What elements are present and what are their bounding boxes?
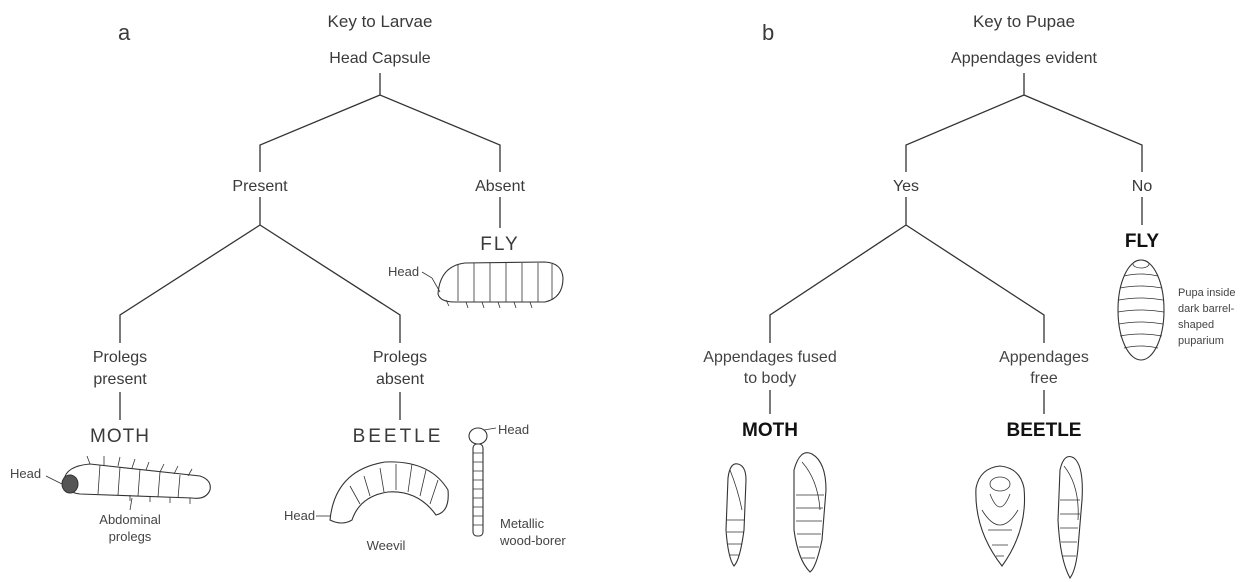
moth-pupa-ventral-illustration	[726, 464, 746, 566]
branch-head-capsule	[260, 73, 500, 172]
fly-larva-head-pointer	[422, 272, 440, 292]
abdominal-prolegs-label-line1: Abdominal	[99, 512, 161, 527]
moth-larva-illustration	[62, 456, 210, 504]
moth-larva-head-pointer	[46, 476, 62, 484]
beetle-pupa-lateral-illustration	[1058, 457, 1082, 579]
node-beetle-larva: BEETLE	[353, 426, 444, 447]
node-absent: Absent	[475, 178, 525, 195]
node-appendages-evident: Appendages evident	[951, 50, 1097, 67]
node-head-capsule: Head Capsule	[329, 50, 431, 67]
node-moth-pupa: MOTH	[742, 420, 798, 441]
node-appendages-free-line2: free	[1030, 370, 1058, 387]
weevil-larva-illustration	[330, 462, 448, 523]
wood-borer-label-line2: wood-borer	[499, 533, 566, 548]
branch-yes	[770, 197, 1044, 343]
wood-borer-label-line1: Metallic	[500, 516, 545, 531]
node-prolegs-present-line2: present	[93, 371, 147, 388]
beetle-pupa-ventral-illustration	[976, 466, 1025, 566]
node-fly-pupa: FLY	[1125, 231, 1159, 252]
wood-borer-head-pointer	[484, 428, 496, 430]
branch-prolegs-to-order	[120, 392, 400, 420]
node-prolegs-absent-line1: Prolegs	[373, 349, 427, 366]
panel-a-larvae-key: a Key to Larvae Head Capsule Present Abs…	[10, 12, 566, 553]
weevil-head-label: Head	[284, 508, 315, 523]
panel-a-title: Key to Larvae	[328, 12, 433, 31]
puparium-label-line3: shaped	[1178, 319, 1214, 331]
puparium-label-line4: puparium	[1178, 335, 1224, 347]
branch-appendages-evident	[906, 73, 1142, 172]
panel-a-letter: a	[118, 20, 131, 45]
panel-b-pupae-key: b Key to Pupae Appendages evident Yes No…	[703, 12, 1235, 578]
panel-b-letter: b	[762, 20, 774, 45]
node-appendages-free-line1: Appendages	[999, 349, 1089, 366]
node-prolegs-present-line1: Prolegs	[93, 349, 147, 366]
wood-borer-head-label: Head	[498, 422, 529, 437]
node-appendages-fused-line1: Appendages fused	[703, 349, 836, 366]
node-no: No	[1132, 178, 1153, 195]
node-moth-larva: MOTH	[90, 426, 150, 447]
node-present: Present	[232, 178, 288, 195]
node-fly-larva: FLY	[480, 234, 519, 255]
fly-larva-head-label: Head	[388, 264, 419, 279]
node-beetle-pupa: BEETLE	[1007, 420, 1082, 441]
branch-appendages-to-order	[770, 390, 1044, 414]
panel-b-title: Key to Pupae	[973, 12, 1075, 31]
puparium-label-line1: Pupa inside	[1178, 287, 1236, 299]
puparium-label-line2: dark barrel-	[1178, 303, 1235, 315]
weevil-label: Weevil	[367, 538, 406, 553]
node-appendages-fused-line2: to body	[744, 370, 796, 387]
node-prolegs-absent-line2: absent	[376, 371, 425, 388]
fly-puparium-illustration	[1118, 260, 1164, 360]
fly-larva-illustration	[438, 262, 563, 308]
moth-larva-head-label: Head	[10, 466, 41, 481]
abdominal-prolegs-label-line2: prolegs	[109, 529, 152, 544]
wood-borer-larva-illustration	[469, 428, 487, 536]
node-yes: Yes	[893, 178, 919, 195]
moth-pupa-lateral-illustration	[794, 453, 826, 572]
branch-present	[120, 197, 400, 343]
